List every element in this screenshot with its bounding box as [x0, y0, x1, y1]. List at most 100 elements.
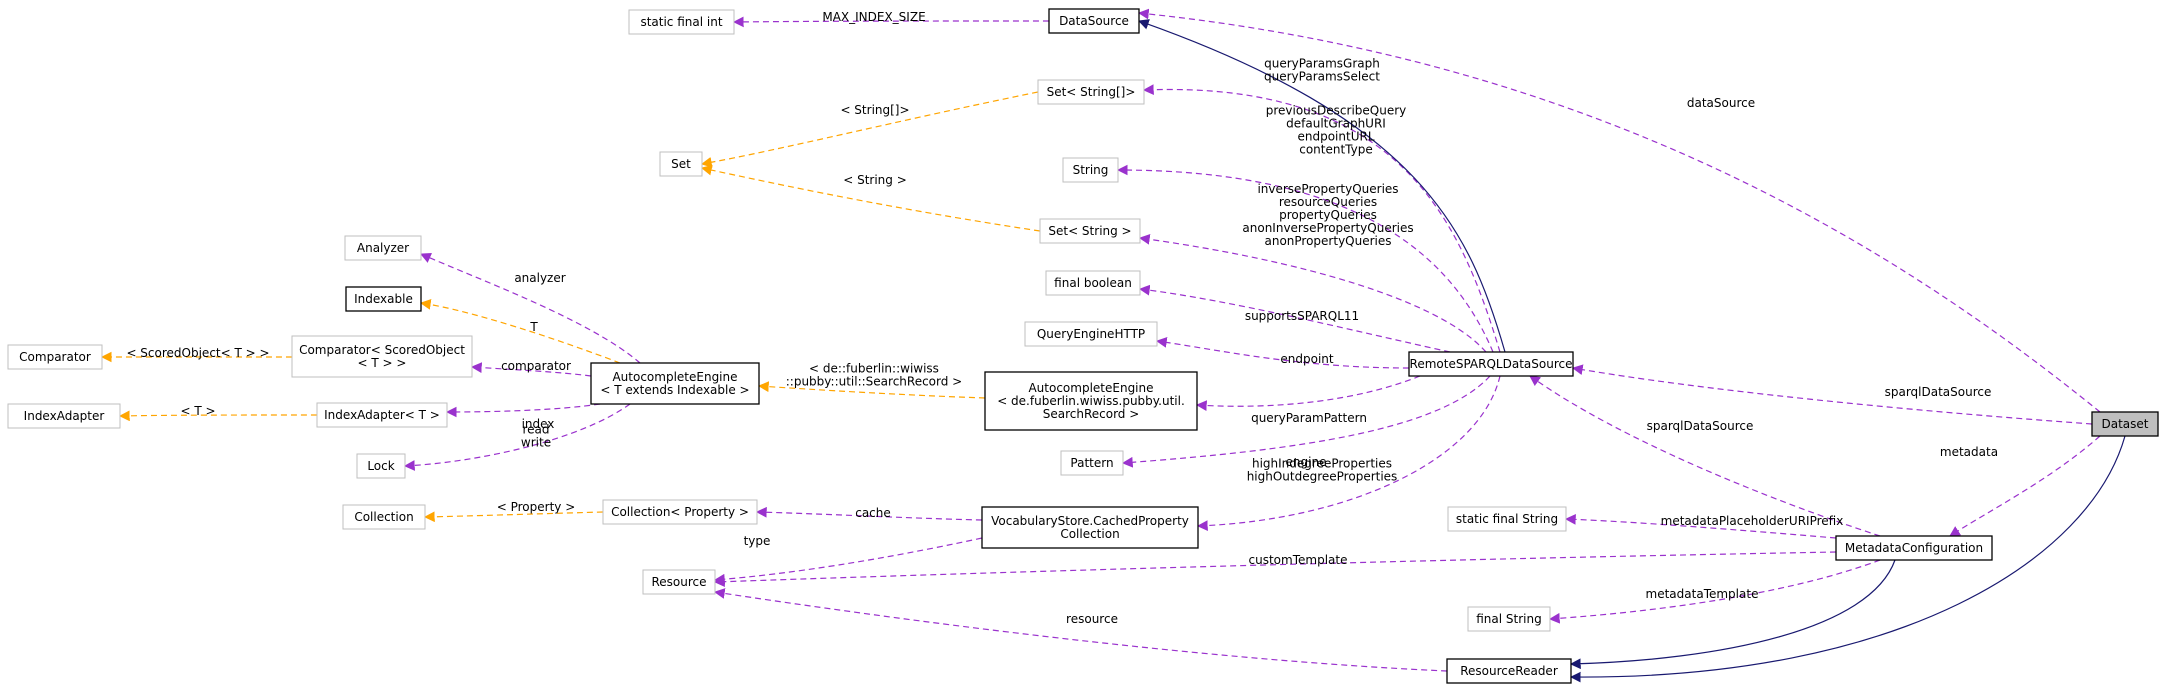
node-pattern-label: Pattern	[1070, 456, 1113, 470]
node-comparator-box	[7, 344, 103, 370]
edge-label-string-templ: < String >	[843, 173, 907, 187]
edge-autocomplete-analyzer	[420, 252, 641, 364]
edge-remote-string	[1116, 164, 1494, 353]
edge-label-search-record: ::pubby::util::SearchRecord >	[786, 375, 962, 389]
node-indexadapter-t-label: IndexAdapter< T >	[324, 408, 440, 422]
edge-label-read-write: write	[521, 436, 551, 450]
edge-label-property-templ: < Property >	[497, 500, 576, 514]
node-autocomplete-search-label: SearchRecord >	[1043, 407, 1140, 421]
node-final-string-label: final String	[1476, 612, 1541, 626]
node-autocomplete-t-label: AutocompleteEngine	[612, 370, 737, 384]
edge-autocomplete-indexadapter-t	[445, 403, 601, 418]
node-autocomplete-t[interactable]: AutocompleteEngine< T extends Indexable …	[590, 362, 760, 405]
edge-label-custom-template: customTemplate	[1249, 553, 1348, 567]
edge-resource-reader-resource	[713, 588, 1448, 672]
node-string-box	[1062, 157, 1119, 183]
node-resource: Resource	[642, 569, 716, 595]
node-datasource[interactable]: DataSource	[1048, 8, 1140, 34]
node-set-box	[659, 151, 703, 177]
node-dataset-box	[2091, 411, 2159, 437]
node-final-string: final String	[1467, 606, 1551, 632]
node-collection-box	[342, 504, 426, 530]
edge-label-resource: resource	[1066, 612, 1118, 626]
node-analyzer-label: Analyzer	[357, 241, 409, 255]
node-cached-property-box	[981, 506, 1199, 549]
node-query-engine-http: QueryEngineHTTP	[1024, 321, 1158, 347]
node-remote-sparql-box	[1408, 351, 1574, 377]
edge-label-string-fields: contentType	[1299, 143, 1373, 157]
edge-set-string-array-set	[700, 91, 1039, 168]
node-collection-property: Collection< Property >	[602, 499, 758, 525]
node-metadata-config-label: MetadataConfiguration	[1845, 541, 1983, 555]
node-final-boolean-box	[1045, 270, 1141, 296]
node-lock-box	[356, 453, 406, 479]
node-autocomplete-search[interactable]: AutocompleteEngine< de.fuberlin.wiwiss.p…	[984, 371, 1198, 431]
node-comparator-scored: Comparator< ScoredObject< T > >	[291, 335, 473, 378]
node-static-final-int-label: static final int	[640, 15, 722, 29]
edge-remote-set-string-array	[1142, 84, 1501, 353]
edge-autocomplete-comparator-scored	[470, 362, 592, 377]
node-comparator-label: Comparator	[19, 350, 91, 364]
edge-label-type: type	[744, 534, 771, 548]
edge-label-cache: cache	[855, 506, 891, 520]
edge-label-comparator: comparator	[501, 359, 571, 373]
node-autocomplete-search-label: < de.fuberlin.wiwiss.pubby.util.	[997, 394, 1185, 408]
node-resource-reader[interactable]: ResourceReader	[1446, 658, 1572, 684]
edge-label-string-array: < String[]>	[840, 103, 909, 117]
node-indexadapter-label: IndexAdapter	[24, 409, 105, 423]
edge-label-query-sets: propertyQueries	[1279, 208, 1377, 222]
node-set-string-label: Set< String >	[1048, 224, 1131, 238]
node-dataset: Dataset	[2091, 411, 2159, 437]
node-analyzer-box	[344, 235, 422, 261]
node-comparator-scored-label: Comparator< ScoredObject	[299, 343, 465, 357]
node-autocomplete-search-box	[984, 371, 1198, 431]
node-metadata-config[interactable]: MetadataConfiguration	[1835, 535, 1993, 561]
node-indexadapter-t-box	[316, 402, 448, 428]
edge-remote-datasource	[1137, 19, 1506, 353]
node-static-final-string-label: static final String	[1456, 512, 1558, 526]
node-static-final-string: static final String	[1447, 506, 1567, 532]
node-autocomplete-search-label: AutocompleteEngine	[1028, 381, 1153, 395]
node-datasource-label: DataSource	[1059, 14, 1129, 28]
edge-label-search-record: < de::fuberlin::wiwiss	[809, 362, 939, 376]
edge-label-query-sets: anonPropertyQueries	[1264, 234, 1391, 248]
edge-autocomplete-lock	[403, 403, 631, 471]
edge-dataset-metadata-config	[1949, 435, 2101, 537]
node-comparator-scored-box	[291, 335, 473, 378]
node-comparator: Comparator	[7, 344, 103, 370]
edge-metadata-config-static-final-string	[1564, 513, 1837, 539]
node-resource-reader-label: ResourceReader	[1460, 664, 1558, 678]
edge-label-sparql-data-source-1: sparqlDataSource	[1885, 385, 1992, 399]
node-static-final-int-box	[628, 9, 735, 35]
node-remote-sparql[interactable]: RemoteSPARQLDataSource	[1408, 351, 1574, 377]
edge-label-query-sets: inversePropertyQueries	[1257, 182, 1398, 196]
node-resource-reader-box	[1446, 658, 1572, 684]
node-metadata-config-box	[1835, 535, 1993, 561]
node-set-string: Set< String >	[1039, 218, 1141, 244]
node-indexadapter-t: IndexAdapter< T >	[316, 402, 448, 428]
node-collection: Collection	[342, 504, 426, 530]
node-indexable[interactable]: Indexable	[345, 286, 422, 312]
node-set-string-array: Set< String[]>	[1037, 79, 1145, 105]
node-autocomplete-t-box	[590, 362, 760, 405]
edge-remote-set-string	[1138, 233, 1487, 353]
edge-metadata-config-remote	[1529, 375, 1881, 537]
edge-label-query-params: queryParamsGraph	[1264, 57, 1380, 71]
edge-label-metadata-placeholder: metadataPlaceholderURIPrefix	[1661, 514, 1844, 528]
edge-label-metadata-template: metadataTemplate	[1646, 587, 1759, 601]
edge-label-analyzer: analyzer	[514, 271, 565, 285]
node-cached-property-label: VocabularyStore.CachedProperty	[991, 514, 1189, 528]
edge-metadata-config-resource-reader	[1569, 559, 1896, 670]
edge-label-t-templ: < T >	[180, 404, 215, 418]
node-indexadapter: IndexAdapter	[7, 403, 121, 429]
edge-remote-final-boolean	[1138, 284, 1451, 353]
node-pattern-box	[1060, 450, 1124, 476]
edge-label-query-params: queryParamsSelect	[1264, 70, 1380, 84]
node-collection-property-box	[602, 499, 758, 525]
edge-set-string-set	[700, 164, 1041, 232]
node-set-string-array-label: Set< String[]>	[1047, 85, 1136, 99]
node-final-boolean: final boolean	[1045, 270, 1141, 296]
edge-autocomplete-indexable	[419, 299, 621, 364]
